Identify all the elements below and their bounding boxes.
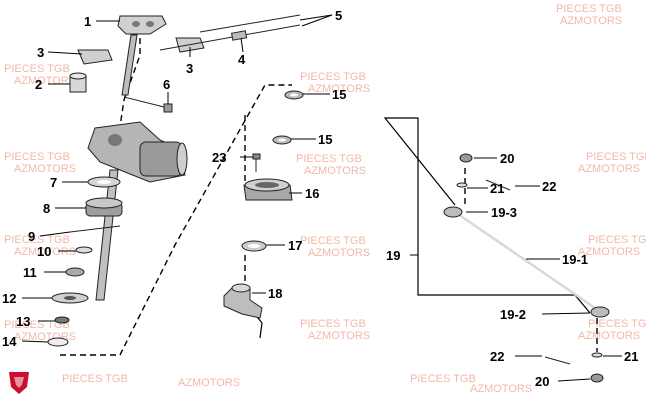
svg-text:PIECES TGB: PIECES TGB (300, 235, 366, 247)
callout-15: 15 (332, 87, 346, 102)
svg-text:AZMOTORS: AZMOTORS (308, 83, 370, 95)
callout-9: 9 (28, 229, 35, 244)
assembly-lines (60, 18, 598, 356)
svg-text:AZMOTORS: AZMOTORS (14, 163, 76, 175)
callout-2: 2 (35, 77, 42, 92)
upper-shaft-assembly (69, 14, 301, 301)
callout-23: 23 (212, 150, 226, 165)
svg-text:PIECES TGB: PIECES TGB (4, 151, 70, 163)
callout-1: 1 (84, 14, 91, 29)
svg-text:AZMOTORS: AZMOTORS (308, 330, 370, 342)
tie-rod-assembly (443, 153, 610, 383)
svg-text:PIECES TGB: PIECES TGB (588, 234, 646, 246)
svg-text:PIECES TGB: PIECES TGB (4, 319, 70, 331)
svg-text:PIECES TGB: PIECES TGB (410, 373, 476, 385)
svg-text:AZMOTORS: AZMOTORS (308, 247, 370, 259)
callout-20: 20 (500, 151, 514, 166)
svg-text:PIECES TGB: PIECES TGB (4, 63, 70, 75)
callout-18: 18 (268, 286, 282, 301)
callout-21: 21 (624, 349, 638, 364)
svg-text:PIECES TGB: PIECES TGB (586, 151, 646, 163)
callout-10: 10 (37, 244, 51, 259)
svg-text:AZMOTORS: AZMOTORS (578, 330, 640, 342)
callout-6: 6 (163, 77, 170, 92)
svg-text:PIECES TGB: PIECES TGB (300, 318, 366, 330)
svg-text:AZMOTORS: AZMOTORS (14, 75, 76, 87)
callout-3: 3 (37, 45, 44, 60)
callout-4: 4 (238, 52, 246, 67)
callout-8: 8 (43, 201, 50, 216)
leader-lines (21, 14, 622, 382)
callout-7: 7 (50, 175, 57, 190)
svg-text:PIECES TGB: PIECES TGB (588, 318, 646, 330)
svg-text:PIECES TGB: PIECES TGB (296, 153, 362, 165)
callout-15: 15 (318, 132, 332, 147)
callout-3: 3 (186, 61, 193, 76)
callout-12: 12 (2, 291, 16, 306)
callout-19-1: 19-1 (562, 252, 588, 267)
callout-19-3: 19-3 (491, 205, 517, 220)
svg-text:AZMOTORS: AZMOTORS (304, 165, 366, 177)
watermark: PIECES TGB AZMOTORS (62, 373, 240, 389)
callout-16: 16 (305, 186, 319, 201)
brand-logo (9, 372, 29, 394)
svg-text:PIECES TGB: PIECES TGB (62, 373, 128, 385)
lower-column-stack (47, 176, 123, 347)
callout-14: 14 (2, 334, 17, 349)
callout-5: 5 (335, 8, 342, 23)
callout-21: 21 (490, 181, 504, 196)
svg-text:AZMOTORS: AZMOTORS (14, 246, 76, 258)
callout-19-2: 19-2 (500, 307, 526, 322)
svg-text:PIECES TGB: PIECES TGB (4, 234, 70, 246)
callout-19: 19 (386, 248, 400, 263)
callout-20: 20 (535, 374, 549, 389)
svg-text:AZMOTORS: AZMOTORS (560, 15, 622, 27)
callout-11: 11 (23, 265, 37, 280)
callout-17: 17 (288, 238, 302, 253)
callout-22: 22 (542, 179, 556, 194)
callout-labels: 1 2 3 3 4 5 6 7 8 9 10 11 12 13 14 15 15… (2, 8, 638, 389)
svg-text:AZMOTORS: AZMOTORS (578, 163, 640, 175)
svg-text:PIECES TGB: PIECES TGB (300, 71, 366, 83)
tie-rod-frame (383, 117, 591, 314)
svg-text:AZMOTORS: AZMOTORS (578, 246, 640, 258)
pitman-assembly (223, 90, 304, 319)
svg-text:AZMOTORS: AZMOTORS (470, 383, 532, 395)
svg-text:AZMOTORS: AZMOTORS (178, 377, 240, 389)
callout-22: 22 (490, 349, 504, 364)
callout-13: 13 (16, 314, 30, 329)
svg-text:PIECES TGB: PIECES TGB (556, 3, 622, 15)
